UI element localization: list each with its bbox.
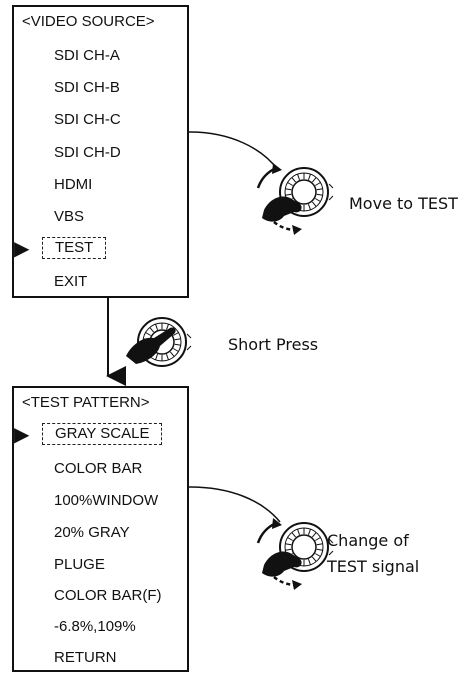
caption-move-to-test: Move to TEST: [349, 194, 458, 213]
menu-item-color-bar-f[interactable]: COLOR BAR(F): [54, 587, 162, 604]
rotary-knob-rotate-icon: [256, 516, 334, 592]
rotary-knob-rotate-icon: [256, 161, 334, 237]
connector-line-2: [31, 486, 281, 523]
menu-item-hdmi[interactable]: HDMI: [54, 176, 93, 193]
caption-test-signal: TEST signal: [327, 557, 420, 576]
menu-item-sdi-ch-a[interactable]: SDI CH-A: [54, 47, 120, 64]
menu-item-test[interactable]: TEST: [42, 237, 107, 259]
menu-item-sdi-ch-c[interactable]: SDI CH-C: [54, 111, 121, 128]
menu-title: <VIDEO SOURCE>: [22, 13, 155, 30]
selection-pointer-icon: ▶: [14, 238, 30, 260]
test-pattern-menu: <TEST PATTERN> ▶ GRAY SCALE COLOR BAR 10…: [12, 386, 189, 672]
menu-item-pluge[interactable]: PLUGE: [54, 556, 105, 573]
menu-item-exit[interactable]: EXIT: [54, 273, 88, 290]
menu-item-sdi-ch-d[interactable]: SDI CH-D: [54, 144, 121, 161]
caption-short-press: Short Press: [228, 335, 319, 354]
menu-item-gray-scale[interactable]: GRAY SCALE: [42, 423, 163, 445]
menu-item-6-8-109[interactable]: -6.8%,109%: [54, 618, 136, 635]
menu-item-20-gray[interactable]: 20% GRAY: [54, 524, 130, 541]
caption-change-of: Change of: [327, 531, 409, 550]
menu-item-return[interactable]: RETURN: [54, 649, 117, 666]
menu-title: <TEST PATTERN>: [22, 394, 150, 411]
rotary-knob-press-icon: [126, 317, 192, 367]
menu-item-vbs[interactable]: VBS: [54, 208, 85, 225]
menu-item-100-window[interactable]: 100%WINDOW: [54, 492, 159, 509]
menu-item-color-bar[interactable]: COLOR BAR: [54, 460, 143, 477]
video-source-menu: <VIDEO SOURCE> SDI CH-A SDI CH-B SDI CH-…: [12, 5, 189, 298]
connector-line-1: [31, 131, 279, 171]
selection-pointer-icon: ▶: [14, 424, 30, 446]
menu-item-sdi-ch-b[interactable]: SDI CH-B: [54, 79, 120, 96]
